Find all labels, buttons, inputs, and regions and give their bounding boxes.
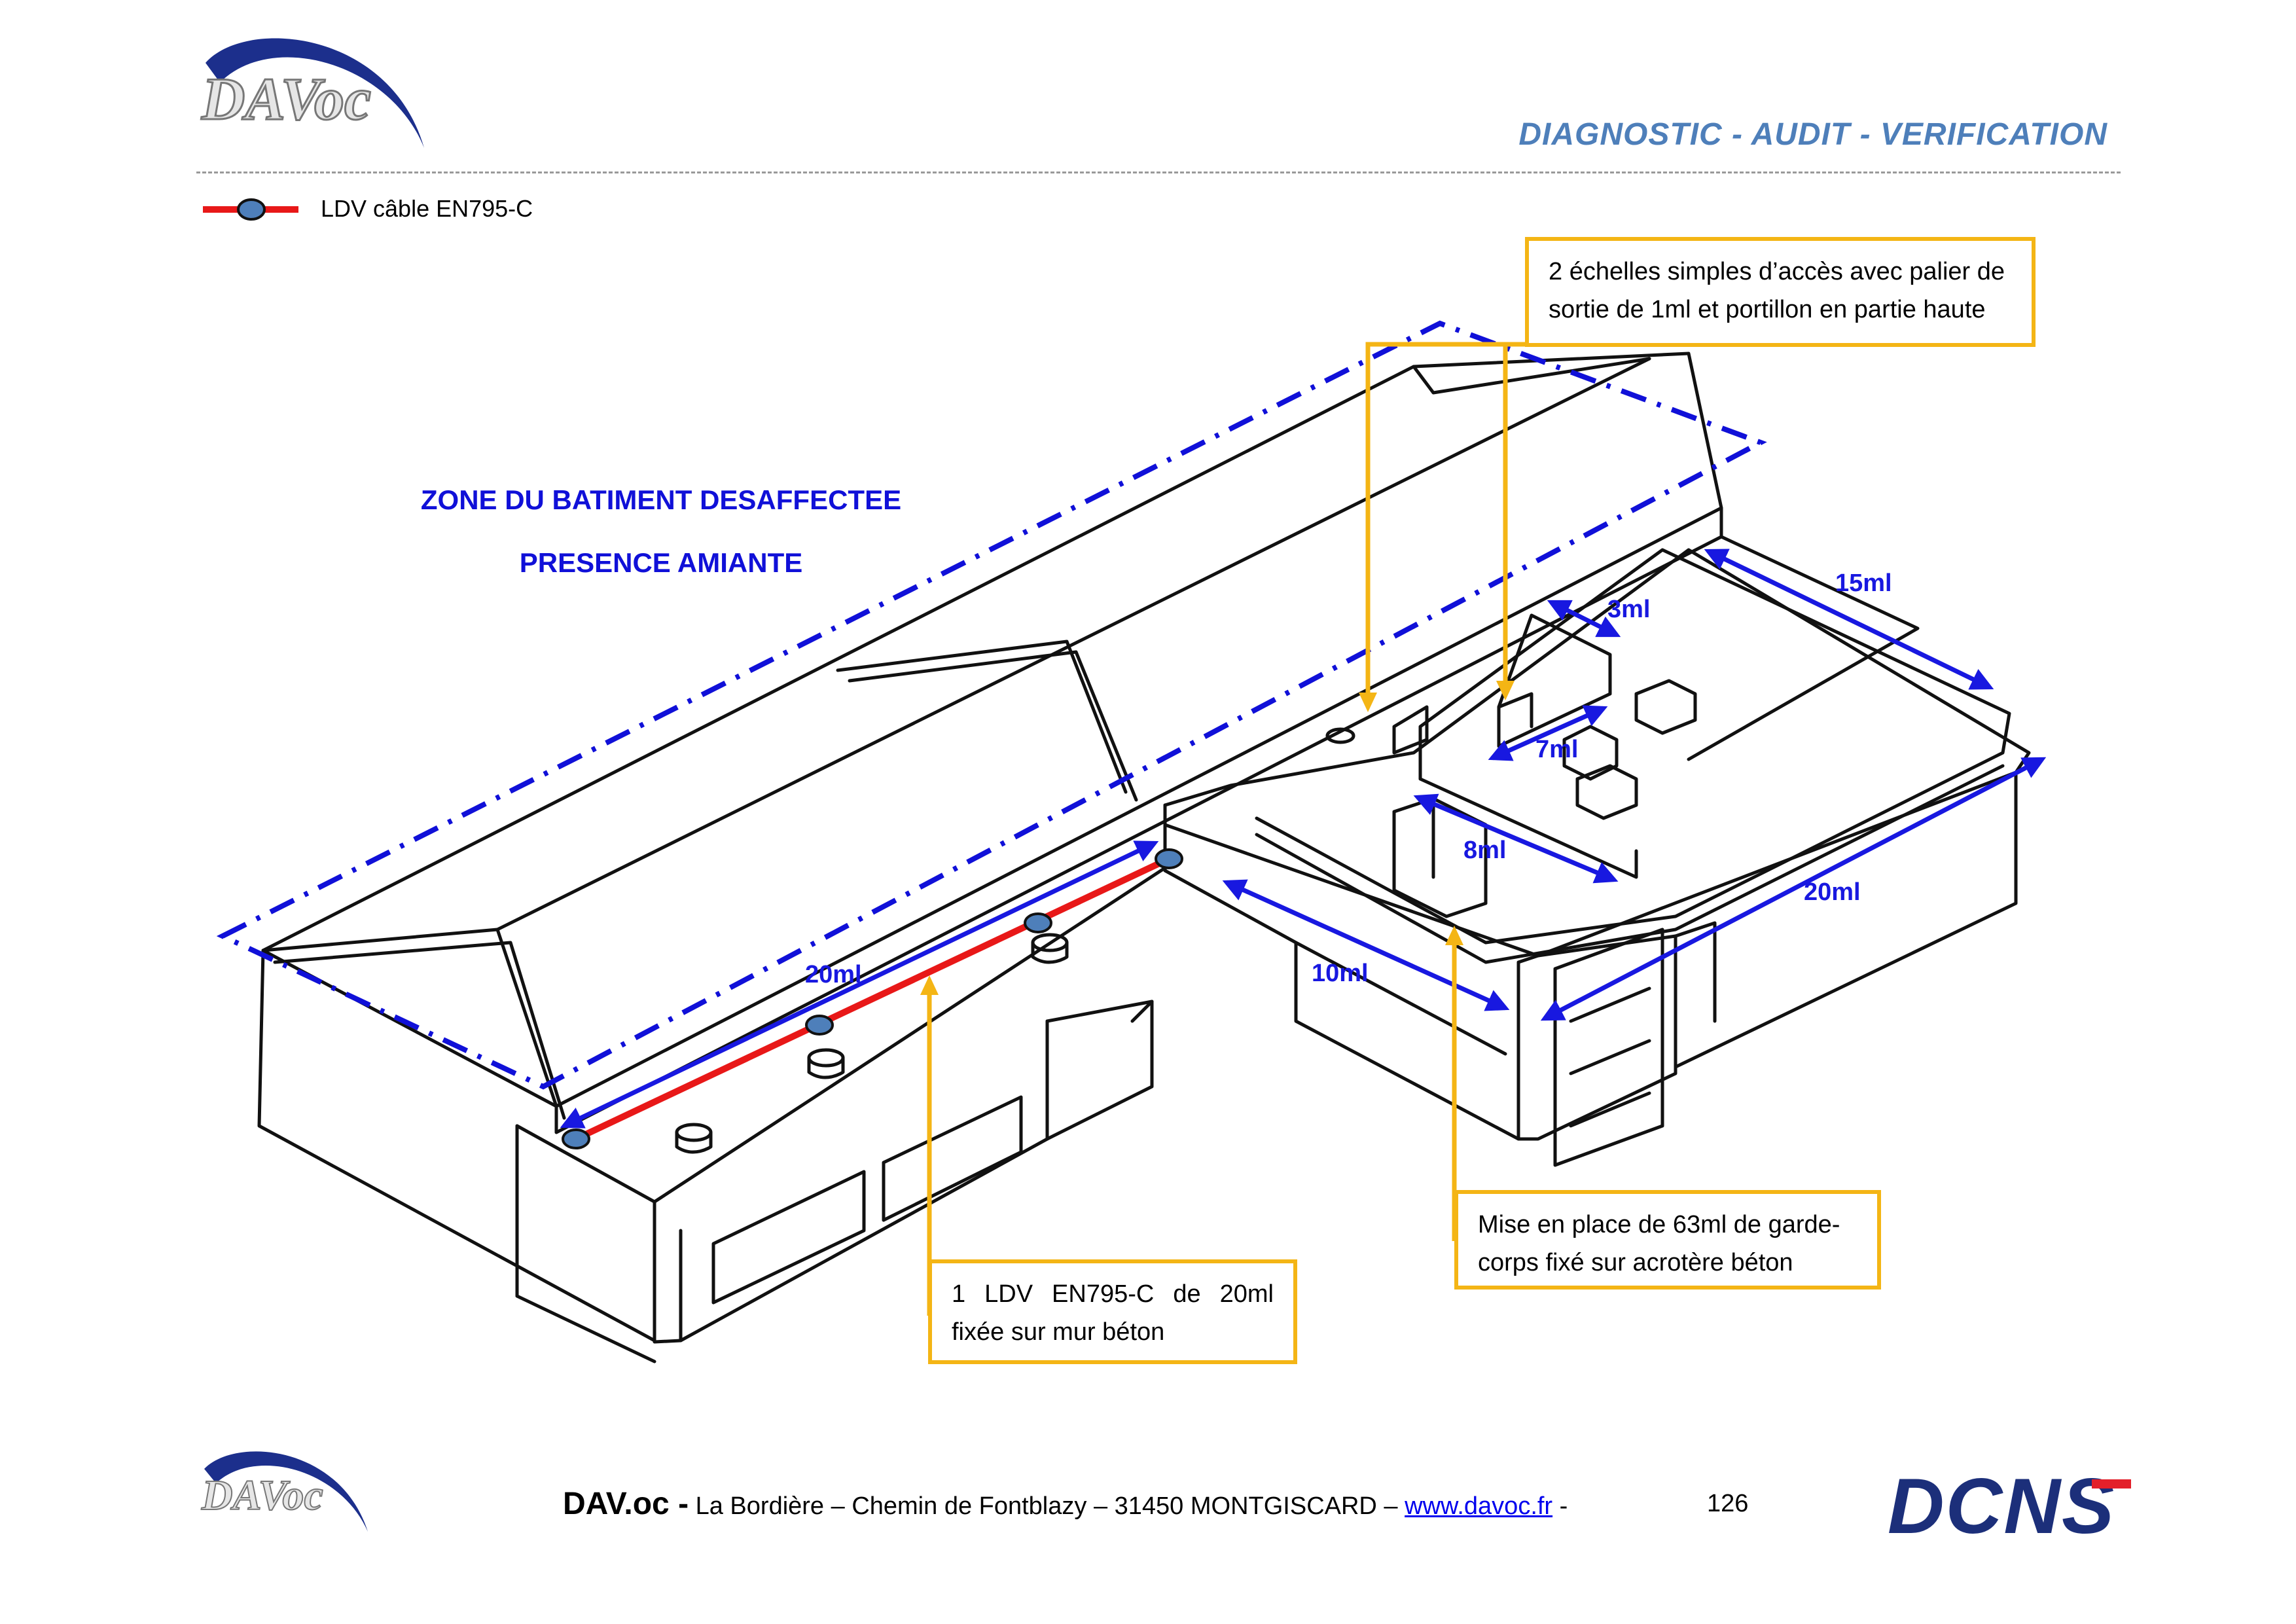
dimension-label: 7ml (1535, 736, 1579, 763)
callout-guardrail: Mise en place de 63ml de garde-corps fix… (1454, 1190, 1881, 1290)
cable-anchor-icon (805, 1015, 834, 1036)
dcns-logo: DCNS (1888, 1461, 2115, 1551)
header-logo: DAVoc (194, 24, 442, 168)
legend-label: LDV câble EN795-C (321, 195, 533, 222)
dimension-label: 3ml (1607, 596, 1651, 623)
footer-website-link[interactable]: www.davoc.fr (1405, 1492, 1553, 1520)
callout-leaders (927, 342, 1525, 1316)
davoc-logo-icon: DAVoc (200, 1451, 368, 1532)
callout-arrowheads (920, 681, 1515, 995)
dimension-label: 15ml (1835, 569, 1892, 597)
logo-text: DAVoc (201, 65, 371, 132)
dimension-label: 20ml (1804, 878, 1861, 906)
zone-label-disused: ZONE DU BATIMENT DESAFFECTEE (420, 484, 902, 515)
cable-anchor-icon (1155, 848, 1183, 869)
dimension-label: 20ml (805, 961, 862, 988)
footer-brand: DAV.oc - (563, 1487, 689, 1521)
dimension-label: 8ml (1463, 837, 1507, 864)
cable-anchor-icon (1024, 912, 1052, 933)
footer-logo: DAVoc (196, 1440, 380, 1545)
dcns-accent-icon (2092, 1479, 2131, 1489)
callout-ladders: 2 échelles simples d’accès avec palier d… (1525, 237, 2036, 347)
logo-text: DAVoc (201, 1471, 323, 1519)
dcns-logo-text: DCNS (1888, 1462, 2116, 1550)
dimension-arrows (560, 549, 2047, 1128)
page-number: 126 (1707, 1490, 1749, 1517)
callout-ldv: 1 LDV EN795-C de 20ml fixée sur mur béto… (928, 1259, 1297, 1364)
footer-address-text: La Bordière – Chemin de Fontblazy – 3145… (695, 1492, 1398, 1520)
ldv-cable (562, 848, 1183, 1149)
cable-anchor-icon (203, 198, 298, 221)
footer-address: DAV.oc - La Bordière – Chemin de Fontbla… (563, 1486, 1568, 1522)
footer-separator: - (1559, 1492, 1568, 1520)
header-divider (196, 171, 2121, 173)
zone-label-asbestos: PRESENCE AMIANTE (519, 547, 803, 578)
cable-anchor-icon (562, 1128, 590, 1149)
dimension-label: 10ml (1312, 960, 1369, 987)
disused-zone-outline (216, 320, 1767, 1090)
davoc-logo-icon: DAVoc (200, 38, 424, 148)
page-title: DIAGNOSTIC - AUDIT - VERIFICATION (1518, 117, 2108, 152)
legend-swatch (202, 196, 300, 223)
